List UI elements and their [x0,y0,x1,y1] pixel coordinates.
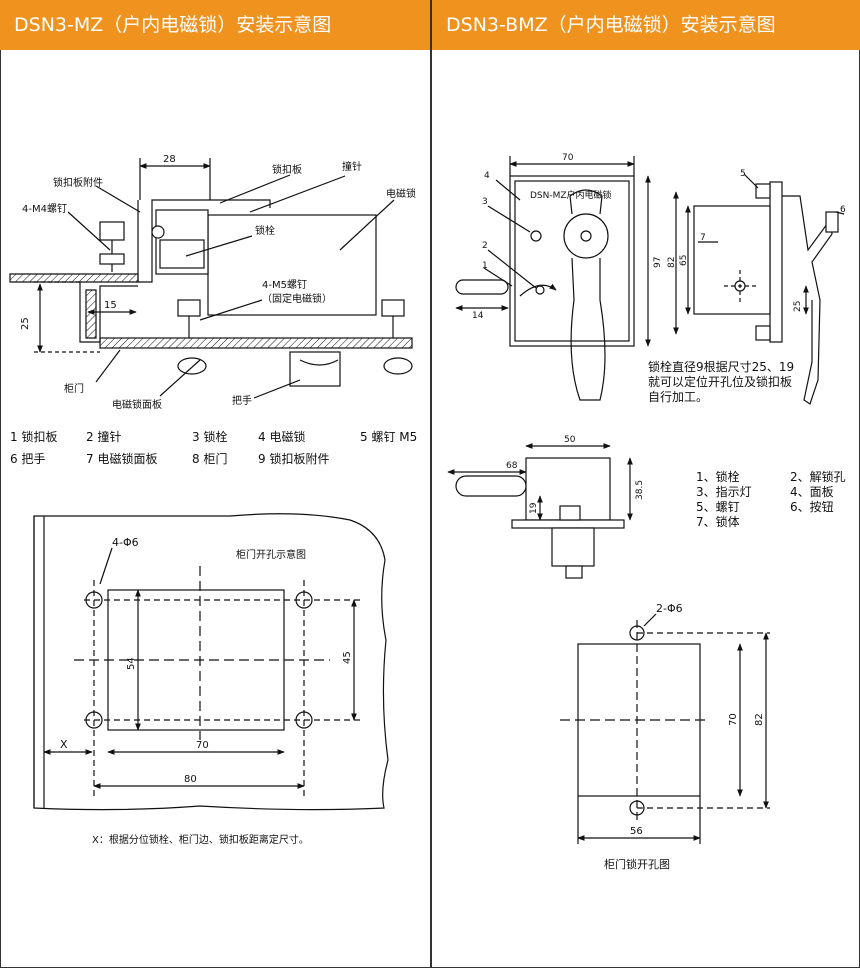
dim-25: 25 [20,317,31,330]
callout-4: 4 [484,171,490,181]
label-lock-plate: 锁扣板 [272,163,302,176]
dim-97: 97 [653,257,663,268]
right-side-drawing [673,173,845,405]
dim-65: 65 [679,255,689,266]
legend-item: 8 柜门 [192,452,228,466]
dim-50: 50 [564,435,576,445]
dim-80-left: 80 [184,774,197,785]
left-note: X：根据分位锁栓、柜门边、锁扣板距离定尺寸。 [92,833,309,846]
callout-1: 1 [482,261,488,271]
label-striker: 撞针 [342,160,362,173]
x-label: X [60,738,68,751]
legend-item: 6、按钮 [790,500,834,514]
legend-item: 2 撞针 [86,430,122,444]
label-screw-m4: 4-M4螺钉 [22,203,67,215]
callout-3: 3 [482,197,488,207]
right-note: 锁栓直径9根据尺寸25、19就可以定位开孔位及锁扣板自行加工。 [648,360,795,404]
right-header: DSN3-BMZ（户内电磁锁）安装示意图 [432,0,860,50]
dim-54: 54 [126,657,137,670]
legend-item: 4 电磁锁 [258,430,306,444]
holes-2-phi6: 2-Φ6 [656,602,683,615]
legend-item: 4、面板 [790,485,834,499]
dim-28: 28 [163,154,176,165]
dim-45: 45 [342,651,353,664]
legend-item: 1、锁栓 [696,470,740,484]
dim-70-right: 70 [728,713,739,726]
left-cutout-drawing [33,513,389,811]
plate-label: DSN-MZ户内电磁锁 [530,189,612,201]
dim-70-left: 70 [196,740,209,751]
left-section-drawing [9,158,413,399]
dim-70-top: 70 [562,153,574,163]
legend-item: 1 锁扣板 [10,430,58,444]
legend-item: 5、螺钉 [696,500,740,514]
legend-item: 6 把手 [10,452,46,466]
label-lock-plate-attachment: 锁扣板附件 [53,176,103,189]
callout-2: 2 [482,241,488,251]
label-screw-m5: 4-M5螺钉 [262,279,307,291]
right-top-view [447,443,633,579]
label-cabinet-door: 柜门 [64,382,84,395]
legend-item: 3 锁栓 [192,430,228,444]
dim-15: 15 [104,300,117,311]
callout-7: 7 [700,233,706,243]
label-face-plate: 电磁锁面板 [112,398,162,411]
left-header: DSN3-MZ（户内电磁锁）安装示意图 [0,0,430,50]
right-front-drawing [455,156,651,401]
dim-56: 56 [630,826,643,837]
legend-item: 3、指示灯 [696,485,752,499]
dim-19: 19 [529,502,539,514]
right-cutout-title: 柜门锁开孔图 [604,857,670,871]
dim-25-side: 25 [793,301,803,312]
holes-4-phi6: 4-Φ6 [112,536,139,549]
legend-item: 5 螺钉 M5 [360,430,418,444]
dim-38-5: 38.5 [635,480,645,500]
callout-5: 5 [740,169,746,179]
label-handle: 把手 [232,394,252,407]
dim-82-side: 82 [667,257,677,268]
right-cutout-drawing [560,613,770,844]
legend-item: 7、锁体 [696,515,740,529]
legend-item: 7 电磁锁面板 [86,452,158,466]
label-screw-m5-note: （固定电磁锁） [262,292,332,305]
dim-68: 68 [506,461,518,471]
legend-item: 9 锁扣板附件 [258,452,330,466]
callout-6: 6 [840,205,846,215]
legend-item: 2、解锁孔 [790,470,846,484]
dim-82-right: 82 [754,713,765,726]
left-cutout-title: 柜门开孔示意图 [236,548,306,561]
dim-14: 14 [472,311,484,321]
label-bolt: 锁栓 [255,224,275,237]
label-electromagnetic-lock: 电磁锁 [386,187,416,200]
column-divider [430,0,432,968]
